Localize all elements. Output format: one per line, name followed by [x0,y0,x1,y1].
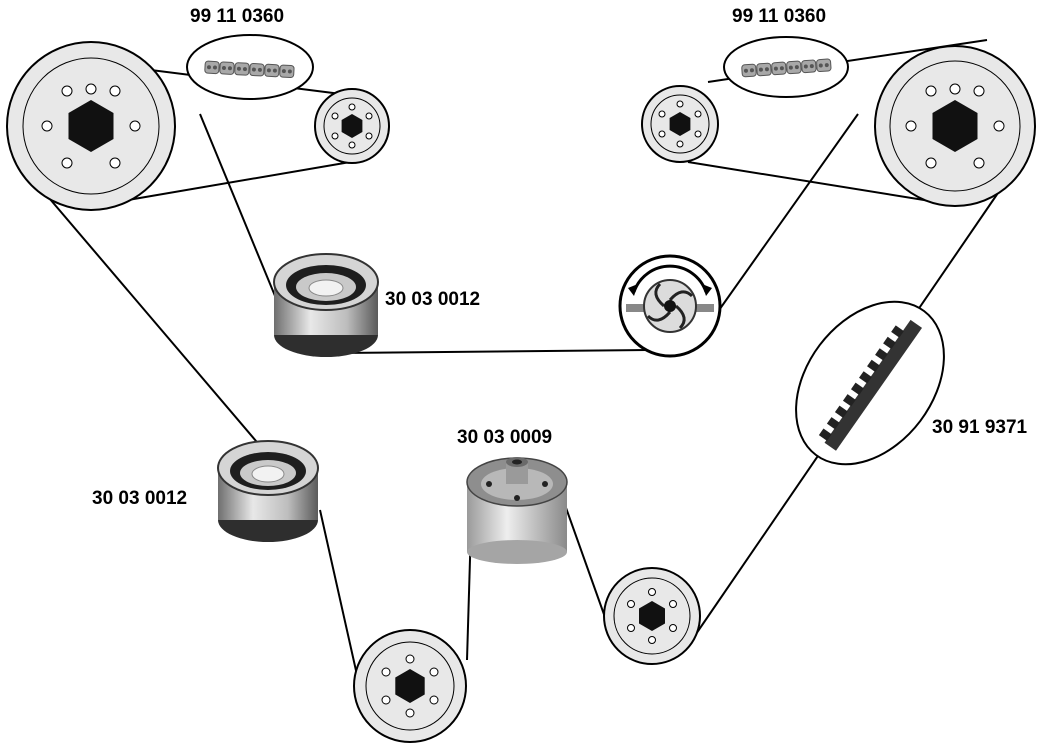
hex-hub-icon [932,100,978,152]
belt-pump-to-right [711,113,859,321]
idler-roller-lower [217,440,319,542]
small-pulley-left [314,88,390,164]
crankshaft-pulley [353,629,467,743]
chain-bottom-left [127,159,363,201]
idler-roller-upper [273,253,379,357]
small-pulley-right [641,85,719,163]
label-chain-right: 99 11 0360 [732,6,827,27]
belt-tensioner-to-pulley [564,504,607,621]
label-chain-left: 99 11 0360 [190,6,285,27]
rotation-arrow-icon [632,264,708,293]
hex-hub-icon [669,112,691,136]
water-pump [618,254,722,358]
chain-inset-left [186,34,314,100]
belt-inset [795,300,945,466]
hex-hub-icon [68,100,114,152]
camshaft-pulley-left [6,41,176,211]
hex-hub-icon [341,114,363,138]
belt-idler-to-pump [336,349,649,354]
label-idler-lower: 30 03 0012 [92,488,188,509]
belt-idler-to-crank [319,509,358,676]
hex-hub-icon [639,601,665,631]
lower-right-pulley [603,567,701,665]
label-idler-upper: 30 03 0012 [385,289,481,310]
chain-bottom-right [687,161,956,206]
tensioner-roller [466,457,568,564]
impeller-icon [646,282,694,330]
belt-left-to-idler [199,113,288,326]
camshaft-pulley-right [874,45,1036,207]
chain-inset-right [723,36,849,98]
label-tensioner: 30 03 0009 [457,427,553,448]
label-belt: 30 91 9371 [932,417,1028,438]
belt-left-down [37,184,263,449]
toothed-belt-icon [818,319,923,451]
hex-hub-icon [395,669,425,703]
